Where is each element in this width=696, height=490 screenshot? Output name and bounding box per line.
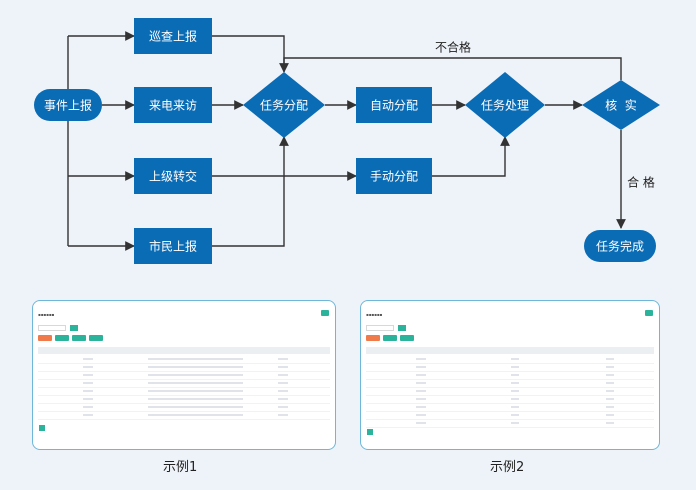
node-manual	[356, 158, 432, 194]
thumb-action-buttons	[366, 335, 566, 341]
label-patrol: 巡查上报	[149, 29, 197, 44]
table-row	[38, 411, 330, 420]
label-done: 任务完成	[596, 239, 644, 254]
thumb-search-input	[366, 325, 394, 331]
edge-label-pass: 合 格	[627, 175, 655, 190]
label-verify: 核 实	[605, 98, 637, 113]
thumb-action-button	[366, 335, 380, 341]
label-superior: 上级转交	[149, 169, 197, 184]
edge-superior-to-assign	[212, 136, 289, 177]
thumb-pagination	[39, 425, 169, 431]
flowchart: 事件上报 巡查上报 来电来访 上级转交 市民上报 任务分配 自动分配 手动分配 …	[34, 18, 660, 264]
label-start: 事件上报	[44, 98, 92, 113]
thumb-title: ▪▪▪▪▪▪	[38, 312, 55, 317]
example-screenshot-1: ▪▪▪▪▪▪	[32, 300, 336, 450]
table-row	[366, 411, 654, 420]
thumb-action-buttons	[38, 335, 238, 341]
table-row	[38, 403, 330, 412]
label-manual: 手动分配	[370, 170, 418, 184]
thumb-action-button	[89, 335, 103, 341]
node-auto	[356, 87, 432, 123]
thumb-action-button	[55, 335, 69, 341]
example-screenshot-2: ▪▪▪▪▪▪	[360, 300, 660, 450]
table-row	[38, 395, 330, 404]
thumb-corner-button	[321, 310, 329, 316]
thumb-corner-button	[645, 310, 653, 316]
node-assign	[243, 72, 325, 138]
thumb-search-button	[70, 325, 78, 331]
thumb-action-button	[38, 335, 52, 341]
label-auto: 自动分配	[370, 99, 418, 113]
caption-example-2: 示例2	[490, 460, 525, 475]
table-row	[38, 355, 330, 364]
label-assign: 任务分配	[260, 98, 308, 113]
thumb-action-button	[383, 335, 397, 341]
edge-patrol-to-assign	[212, 35, 285, 70]
node-citizen	[134, 228, 212, 264]
node-patrol	[134, 18, 212, 54]
table-row	[366, 363, 654, 372]
table-row	[38, 371, 330, 380]
thumb-title: ▪▪▪▪▪▪	[366, 312, 383, 317]
node-handle	[465, 72, 545, 138]
connectors	[67, 31, 626, 251]
node-superior	[134, 158, 212, 194]
thumb-action-button	[400, 335, 414, 341]
table-row	[38, 363, 330, 372]
table-row	[38, 379, 330, 388]
thumb-pagination	[367, 429, 497, 435]
label-call: 来电来访	[149, 99, 197, 113]
table-row	[366, 379, 654, 388]
label-handle: 任务处理	[481, 98, 529, 113]
thumb-search-input	[38, 325, 66, 331]
thumb-search-row	[366, 325, 486, 331]
thumb-search-button	[398, 325, 406, 331]
table-row	[366, 355, 654, 364]
table-row	[38, 387, 330, 396]
thumb-table-header	[38, 347, 330, 354]
node-verify	[582, 80, 660, 130]
table-row	[366, 419, 654, 428]
edge-verify-fail	[279, 57, 622, 80]
thumb-search-row	[38, 325, 158, 331]
thumb-page-active	[367, 429, 373, 435]
thumb-action-button	[72, 335, 86, 341]
edge-citizen-to-assign	[212, 176, 285, 247]
node-start	[34, 89, 102, 121]
table-row	[366, 395, 654, 404]
nodes	[34, 18, 660, 264]
thumb-page-active	[39, 425, 45, 431]
node-call	[134, 87, 212, 123]
table-row	[366, 371, 654, 380]
label-citizen: 市民上报	[149, 239, 197, 254]
caption-example-1: 示例1	[163, 460, 198, 475]
table-row	[366, 403, 654, 412]
table-row	[366, 387, 654, 396]
node-done	[584, 230, 656, 262]
edge-manual-to-handle	[432, 136, 510, 177]
edge-label-fail: 不合格	[435, 40, 471, 55]
thumb-table-header	[366, 347, 654, 354]
